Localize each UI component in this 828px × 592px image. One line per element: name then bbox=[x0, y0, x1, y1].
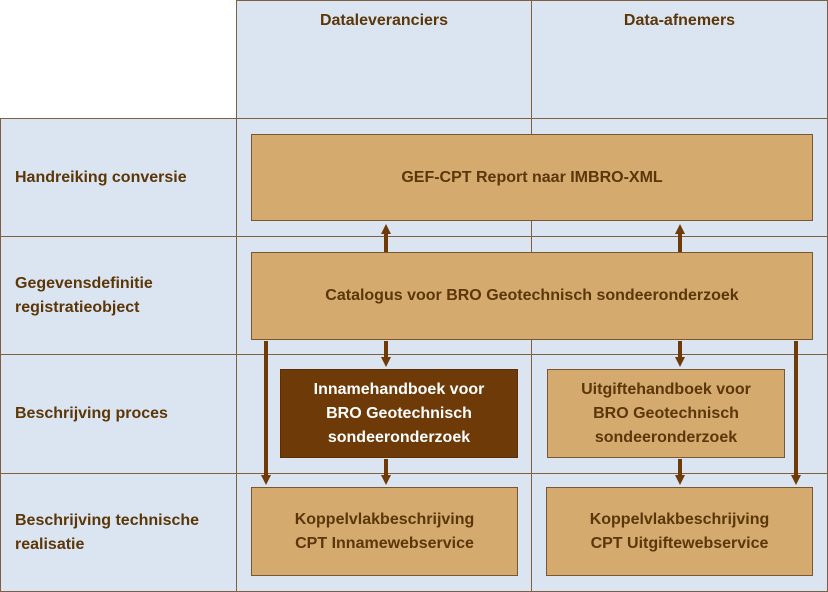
box-innamehandboek: Innamehandboek voor BRO Geotechnisch son… bbox=[280, 369, 518, 458]
box-koppel-inname: Koppelvlakbeschrijving CPT Innamewebserv… bbox=[251, 487, 518, 576]
row-label-conversion: Handreiking conversie bbox=[15, 168, 187, 186]
box-uitgiftehandboek: Uitgiftehandboek voor BRO Geotechnisch s… bbox=[547, 369, 785, 458]
box-catalogus: Catalogus voor BRO Geotechnisch sondeero… bbox=[251, 252, 813, 340]
grid-cell-label-technical bbox=[0, 473, 237, 592]
row-label-definition: Gegevensdefinitie registratieobject bbox=[15, 274, 153, 316]
grid-cell-header-suppliers bbox=[236, 0, 532, 119]
column-header-consumers: Data-afnemers bbox=[623, 12, 736, 29]
box-gef-cpt-report: GEF-CPT Report naar IMBRO-XML bbox=[251, 134, 813, 221]
box-koppel-uitgifte: Koppelvlakbeschrijving CPT Uitgiftewebse… bbox=[546, 487, 813, 576]
row-label-process: Beschrijving proces bbox=[15, 405, 168, 422]
grid-cell-label-definition bbox=[0, 236, 237, 355]
grid-cell-label-process bbox=[0, 354, 237, 474]
column-header-suppliers: Dataleveranciers bbox=[319, 12, 449, 29]
grid-cell-header-consumers bbox=[531, 0, 828, 119]
row-label-technical: Beschrijving technische realisatie bbox=[15, 511, 200, 553]
